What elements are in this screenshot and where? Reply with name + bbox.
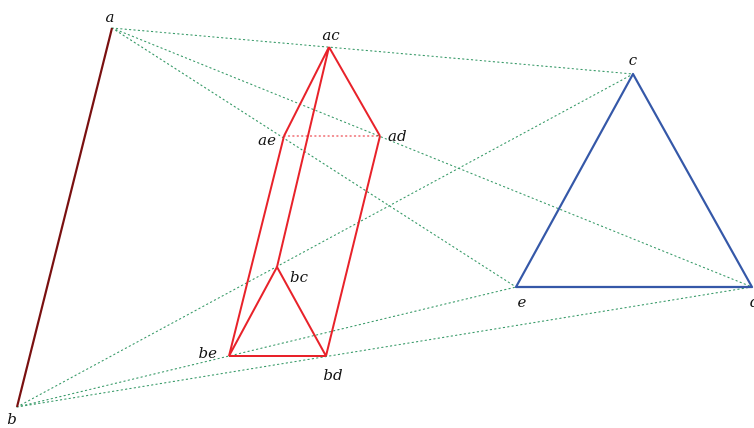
label-d: d (750, 293, 754, 311)
vertex-labels: a b c d e ac ad ae bc bd be (7, 8, 754, 428)
prism-edge-ad-bd (325, 135, 381, 357)
label-b: b (7, 410, 17, 428)
triangle-cde (514, 72, 754, 289)
label-ae: ae (258, 131, 276, 149)
prism-edge-ae-be (228, 135, 285, 357)
label-e: e (518, 293, 527, 311)
label-ac: ac (322, 26, 340, 44)
label-c: c (629, 51, 638, 69)
prism-edge-ac-bc (276, 46, 330, 268)
label-a: a (106, 8, 115, 26)
label-bd: bd (323, 366, 342, 384)
label-bc: bc (290, 268, 309, 286)
prism (228, 46, 381, 357)
join-line-b-d (16, 286, 753, 408)
prism-edge-bc-bd (276, 266, 327, 357)
segment-ab (15, 27, 114, 408)
join-line-b-e (16, 286, 517, 408)
join-line-a-c (111, 27, 634, 75)
join-line-a-e (111, 27, 517, 288)
prism-edge-bc-be (228, 266, 278, 357)
label-be: be (199, 344, 218, 362)
join-lines (16, 27, 753, 408)
join-line-a-d (111, 27, 753, 288)
label-ad: ad (388, 127, 407, 145)
prism-edge-ac-ae (283, 46, 330, 137)
prism-edge-ac-ad (328, 46, 381, 137)
